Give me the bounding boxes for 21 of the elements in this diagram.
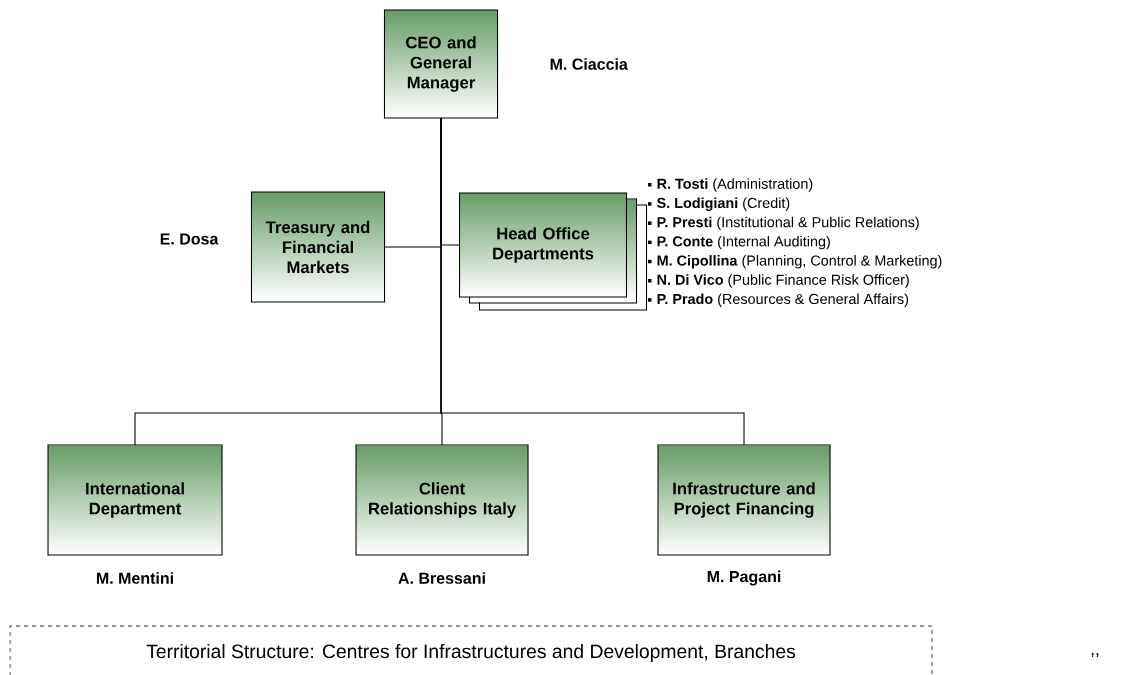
person-name: A. Bressani [398, 572, 485, 584]
quote-mark: ,, [1091, 652, 1099, 658]
person-name: M. Mentini [96, 572, 173, 584]
org-box: Infrastructure and Project Financing [657, 444, 831, 556]
list-item: M. Cipollina (Planning, Control & Marketing) [648, 255, 942, 269]
list-item: P. Presti (Institutional & Public Relations) [648, 216, 919, 231]
person-name: M. Pagani [707, 570, 781, 586]
connector-line [440, 117, 745, 446]
org-box: CEO and General Manager [383, 9, 499, 119]
list-item: P. Conte (Internal Auditing) [648, 235, 830, 250]
org-box: Client Relationships Italy [355, 444, 529, 556]
org-box: International Department [47, 444, 223, 556]
list-item: R. Tosti (Administration) [648, 178, 813, 192]
list-item: P. Prado (Resources & General Affairs) [648, 293, 909, 307]
org-box: Treasury and Financial Markets [250, 191, 386, 303]
list-item: S. Lodigiani (Credit) [648, 197, 790, 211]
dashed-box: Territorial Structure: Centres for Infrastructures and Development, Branches [9, 625, 933, 675]
person-name: E. Dosa [160, 233, 219, 245]
stacked-box: Head Office Departments [459, 192, 648, 311]
list-item: N. Di Vico (Public Finance Risk Officer) [648, 274, 909, 288]
person-name: M. Ciaccia [550, 58, 628, 70]
